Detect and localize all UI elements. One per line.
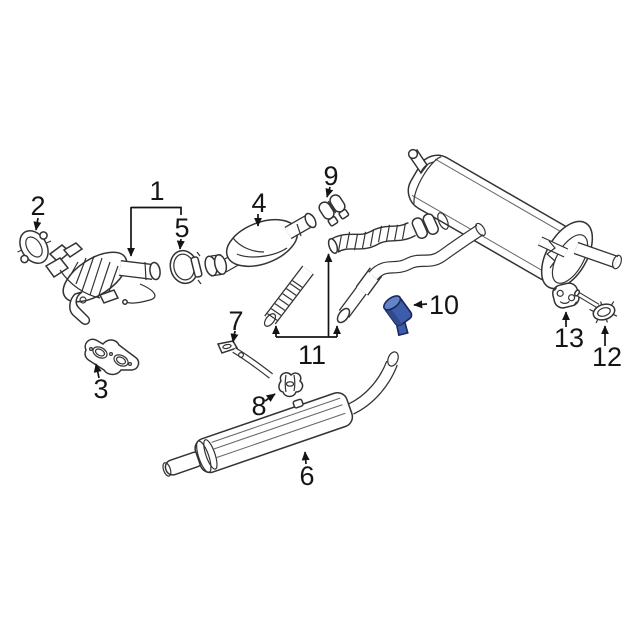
callout-11-label: 11 <box>298 340 326 370</box>
callout-5-label: 5 <box>174 213 189 243</box>
callout-1-label: 1 <box>149 176 164 206</box>
rear-muffler-drawing <box>407 148 623 290</box>
part-10-highlighted-insulator-drawing <box>383 295 413 337</box>
part-9-clamp-bracket-drawing <box>318 194 350 227</box>
part-8-insulator-drawing <box>278 372 304 398</box>
callout-arrows <box>33 186 609 465</box>
callout-10-arrow <box>413 300 428 309</box>
callout-8-arrow <box>264 393 276 402</box>
callout-3-label: 3 <box>93 374 108 404</box>
callout-7-arrow <box>230 330 239 343</box>
callout-labels: 1 2 3 4 5 6 7 8 9 10 11 12 13 <box>30 161 622 491</box>
part-1-downpipe-assembly-drawing <box>44 242 161 326</box>
callout-3-arrow <box>93 363 102 379</box>
flex-pipe-lower-drawing <box>263 265 314 327</box>
callout-12-label: 12 <box>592 342 622 372</box>
callout-1-bracket <box>131 206 182 215</box>
callout-9-label: 9 <box>323 161 338 191</box>
callout-5-arrow <box>176 238 185 250</box>
callout-2-arrow <box>33 217 42 231</box>
callout-8-label: 8 <box>251 391 266 421</box>
callout-6-label: 6 <box>299 461 314 491</box>
callout-4-label: 4 <box>251 188 266 218</box>
part-3-support-bracket-drawing <box>84 338 140 376</box>
part-12-hanger-drawing <box>573 289 618 324</box>
flex-pipe-upper-drawing <box>327 212 449 255</box>
part-11-pipes-drawing <box>263 212 486 327</box>
callout-10-label: 10 <box>429 290 459 320</box>
callout-7-label: 7 <box>228 306 243 336</box>
part-4-converter-drawing <box>204 212 317 277</box>
intermediate-pipe-drawing <box>336 222 486 324</box>
part-13-insulator-drawing <box>552 282 580 309</box>
part-5-clamp-drawing <box>169 249 203 285</box>
callout-9-arrow <box>325 186 334 198</box>
callout-2-label: 2 <box>30 191 45 221</box>
callout-13-label: 13 <box>554 323 584 353</box>
part-2-gasket-drawing <box>17 229 52 265</box>
part-6-center-muffler-drawing <box>162 351 399 477</box>
callout-6-arrow <box>301 451 310 465</box>
part-7-hanger-bracket-drawing <box>216 340 273 379</box>
